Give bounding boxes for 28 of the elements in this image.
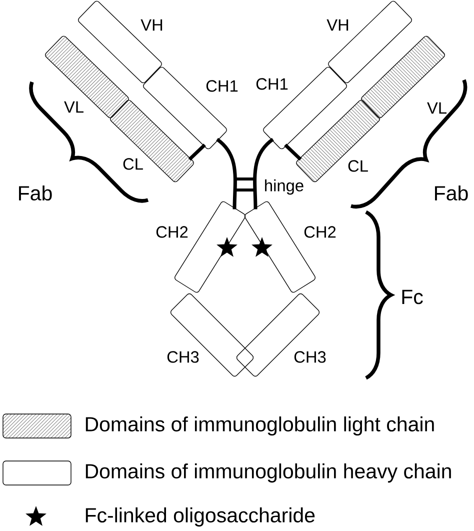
region-label: Fab (19, 185, 52, 201)
domain-label: VL (64, 101, 84, 113)
domain-label: CH1 (256, 78, 288, 90)
domain-box (110, 100, 194, 182)
domain-label: CH1 (206, 80, 238, 92)
hinge-chain (188, 144, 206, 161)
domain-label: VL (427, 102, 446, 114)
domain-label: CH3 (167, 351, 199, 363)
domain-label: VH (140, 19, 162, 31)
hinge-chain (253, 138, 274, 210)
domain-box (361, 36, 445, 118)
domain-label: CH2 (304, 226, 336, 238)
domain-label: CH3 (294, 351, 326, 363)
region-label: hinge (265, 179, 304, 195)
region-label: Fab (435, 185, 468, 201)
domain-label: CH2 (156, 226, 188, 238)
hinge-chain (284, 144, 302, 161)
domain-box (78, 0, 162, 84)
domain-box (45, 36, 129, 118)
domain-label: VH (326, 19, 348, 31)
domain-box (328, 0, 412, 84)
domain-label: CL (123, 158, 143, 170)
legend-text: Domains of immunoglobulin light chain (86, 416, 434, 436)
legend-text: Domains of immunoglobulin heavy chain (86, 463, 451, 483)
hinge-chain (216, 138, 237, 210)
domain-label: CL (348, 160, 368, 172)
legend-text: Fc-linked oligosaccharide (86, 507, 315, 527)
region-label: Fc (402, 290, 423, 304)
